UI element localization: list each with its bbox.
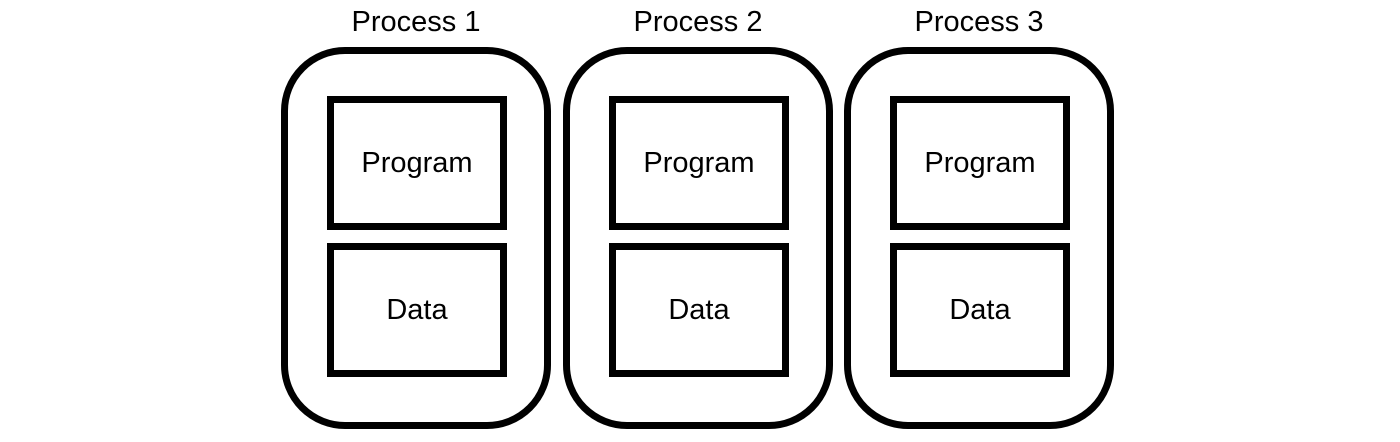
data-segment: Data [890,243,1070,377]
process-2: Process 2 Program Data [563,0,833,442]
process-3: Process 3 Program Data [844,0,1114,442]
process-title: Process 1 [351,6,481,38]
process-title: Process 3 [914,6,1044,38]
program-segment: Program [890,96,1070,230]
process-title: Process 2 [633,6,763,38]
process-container: Program Data [563,47,833,429]
process-container: Program Data [281,47,551,429]
process-1: Process 1 Program Data [281,0,551,442]
data-segment: Data [327,243,507,377]
process-container: Program Data [844,47,1114,429]
data-segment: Data [609,243,789,377]
program-segment: Program [327,96,507,230]
program-segment: Program [609,96,789,230]
